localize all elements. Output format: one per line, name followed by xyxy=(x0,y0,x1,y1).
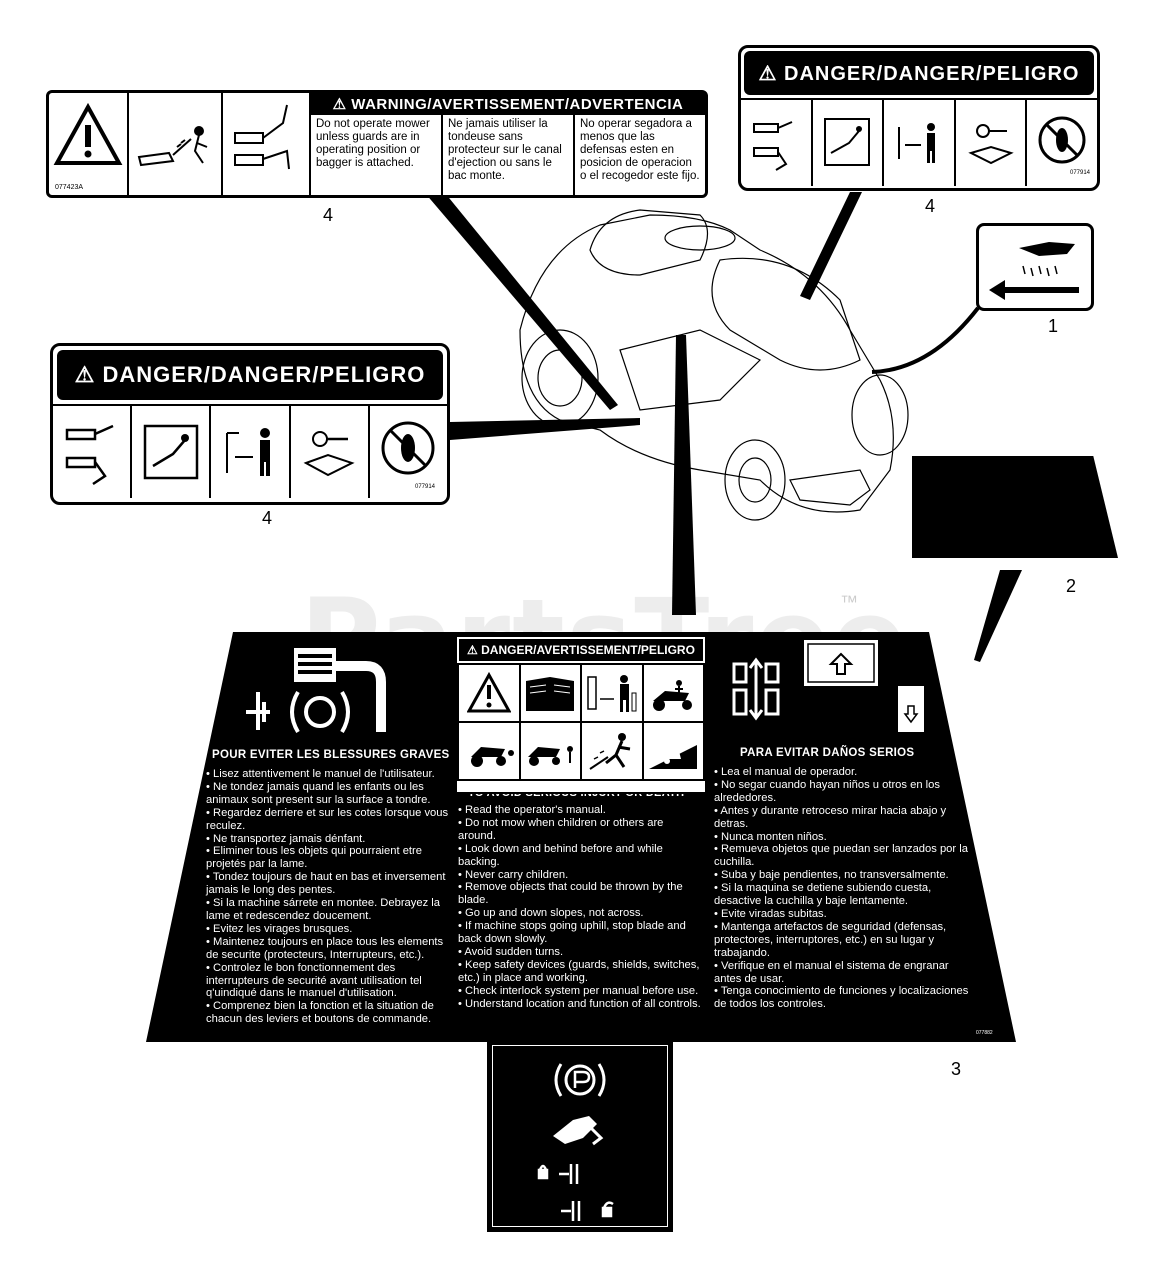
big-part-no: 077882 xyxy=(976,1030,993,1036)
en-item: Look down and behind before and while ba… xyxy=(458,843,704,869)
en-instructions: Read the operator's manual. Do not mow w… xyxy=(458,804,704,1011)
warning-text-en: Do not operate mower unless guards are i… xyxy=(316,118,430,169)
no-riders-icon: 077914 xyxy=(370,406,447,498)
callout-danger-top: 4 xyxy=(925,196,936,216)
callout-danger-left: 4 xyxy=(262,508,273,528)
es-item: Evite viradas subitas. xyxy=(714,908,978,921)
guard-bagger-icon xyxy=(223,93,311,195)
es-item: Mantenga artefactos de seguridad (defens… xyxy=(714,921,978,960)
es-item: No segar cuando hayan niños u otros en l… xyxy=(714,779,978,805)
read-manual-icon xyxy=(520,665,580,721)
no-passenger-icon xyxy=(643,665,703,721)
en-item: Read the operator's manual. xyxy=(458,804,704,817)
callout-hand-decal: 1 xyxy=(1048,316,1059,336)
en-item: Avoid sudden turns. xyxy=(458,946,704,959)
danger-decal-left: ⚠ DANGER/DANGER/PELIGRO 077914 xyxy=(50,343,450,505)
es-item: Suba y baje pendientes, no transversalme… xyxy=(714,869,978,882)
thrown-object-icon xyxy=(129,93,223,195)
en-item: Check interlock system per manual before… xyxy=(458,985,704,998)
parking-brake-tab xyxy=(487,1040,673,1232)
es-instructions: Lea el manual de operador. No segar cuan… xyxy=(714,766,978,1011)
center-header: ⚠ DANGER/AVERTISSEMENT/PELIGRO xyxy=(457,637,705,663)
es-item: Tenga conocimiento de funciones y locali… xyxy=(714,985,978,1011)
mower-deck-icon xyxy=(294,648,386,732)
brake-icon xyxy=(246,690,350,734)
fr-item: Controlez le bon fonctionnement des inte… xyxy=(206,962,454,1001)
es-title: PARA EVITAR DAÑOS SERIOS xyxy=(740,747,915,759)
unlock-icon xyxy=(561,1201,614,1221)
fr-title: POUR EVITER LES BLESSURES GRAVES xyxy=(212,749,450,761)
warning-triangle-icon: 077423A xyxy=(49,93,129,195)
throttle-icon xyxy=(732,657,780,721)
pedal-up-icon xyxy=(804,640,878,686)
keep-distance-icon xyxy=(884,100,956,186)
callout-warn-decal: 4 xyxy=(323,205,334,225)
es-item: Antes y durante retroceso mirar hacia ab… xyxy=(714,805,978,831)
big-decal-icons xyxy=(246,640,924,734)
fr-item: Ne transportez jamais dénfant. xyxy=(206,833,454,846)
es-item: Verifique en el manual el sistema de eng… xyxy=(714,960,978,986)
es-item: Remueva objetos que puedan ser lanzados … xyxy=(714,843,978,869)
fr-item: Comprenez bien la fonction et la situati… xyxy=(206,1000,454,1026)
fr-item: Tondez toujours de haut en bas et invers… xyxy=(206,871,454,897)
en-item: Never carry children. xyxy=(458,869,704,882)
callout-blank-decal: 2 xyxy=(1066,576,1077,596)
es-item: Nunca monten niños. xyxy=(714,831,978,844)
parking-p-icon xyxy=(554,1063,606,1097)
fr-item: Ne tondez jamais quand les enfants ou le… xyxy=(206,781,454,807)
fr-item: Regardez derriere et sur les cotes lorsq… xyxy=(206,807,454,833)
fr-item: Lisez attentivement le manuel de l'utili… xyxy=(206,768,454,781)
blade-hazard-icon xyxy=(741,100,813,186)
danger-header-left: ⚠ DANGER/DANGER/PELIGRO xyxy=(57,350,443,400)
fr-item: Maintenez toujours en place tous les ele… xyxy=(206,936,454,962)
es-item: Lea el manual de operador. xyxy=(714,766,978,779)
slope-hazard-icon xyxy=(643,723,703,779)
remove-key-manual-icon xyxy=(291,406,370,498)
danger-header-top: ⚠ DANGER/DANGER/PELIGRO xyxy=(744,51,1094,95)
fr-instructions: Lisez attentivement le manuel de l'utili… xyxy=(206,768,454,1026)
blade-hazard-icon xyxy=(53,406,133,498)
pedal-down-icon xyxy=(898,686,924,732)
child-hazard-icon xyxy=(520,723,580,779)
danger-decal-top: ⚠ DANGER/DANGER/PELIGRO 077914 xyxy=(738,45,1100,191)
en-item: Understand location and function of all … xyxy=(458,998,704,1011)
danger-part-no-top: 077914 xyxy=(1070,170,1091,176)
warning-text-es: No operar segadora a menos que las defen… xyxy=(573,115,705,195)
warning-decal: 077423A ⚠ WARNING/AVERTISSEMENT/ADVERTEN… xyxy=(46,90,708,198)
en-item: Do not mow when children or others are a… xyxy=(458,817,704,843)
arrow-left-icon xyxy=(989,280,1079,300)
warning-text-fr: Ne jamais utiliser la tondeuse sans prot… xyxy=(441,115,573,195)
fr-item: Si la machine sárrete en montee. Debraye… xyxy=(206,897,454,923)
thrown-object-icon xyxy=(813,100,885,186)
warning-triangle-icon xyxy=(459,665,519,721)
en-item: Go up and down slopes, not across. xyxy=(458,907,704,920)
remove-key-manual-icon xyxy=(956,100,1028,186)
lock-icon xyxy=(537,1164,579,1184)
danger-part-no-left: 077914 xyxy=(415,484,436,490)
en-item: Keep safety devices (guards, shields, sw… xyxy=(458,959,704,985)
hot-surface-decal xyxy=(976,223,1094,311)
keep-distance-icon xyxy=(211,406,291,498)
warning-part-no: 077423A xyxy=(55,184,84,191)
es-item: Si la maquina se detiene subiendo cuesta… xyxy=(714,882,978,908)
parking-brake-icons xyxy=(537,1063,614,1221)
en-item: Remove objects that could be thrown by t… xyxy=(458,881,704,907)
watermark-tm: ™ xyxy=(840,592,858,612)
warning-header: ⚠ WARNING/AVERTISSEMENT/ADVERTENCIA xyxy=(311,93,705,115)
center-icon-box: ⚠ DANGER/AVERTISSEMENT/PELIGRO xyxy=(455,635,707,794)
mower-illustration xyxy=(519,209,909,521)
blank-decal xyxy=(912,456,1118,558)
fr-item: Eliminer tous les objets qui pourraient … xyxy=(206,845,454,871)
hand-lever-icon xyxy=(553,1116,604,1146)
fr-item: Evitez les virages brusques. xyxy=(206,923,454,936)
backing-hazard-icon xyxy=(459,723,519,779)
thrown-object-icon xyxy=(132,406,212,498)
callout-big-decal: 3 xyxy=(951,1059,962,1079)
hand-icon xyxy=(1019,242,1075,277)
no-riders-icon: 077914 xyxy=(1027,100,1097,186)
keep-distance-icon xyxy=(582,665,642,721)
thrown-object-icon xyxy=(582,723,642,779)
en-item: If machine stops going uphill, stop blad… xyxy=(458,920,704,946)
